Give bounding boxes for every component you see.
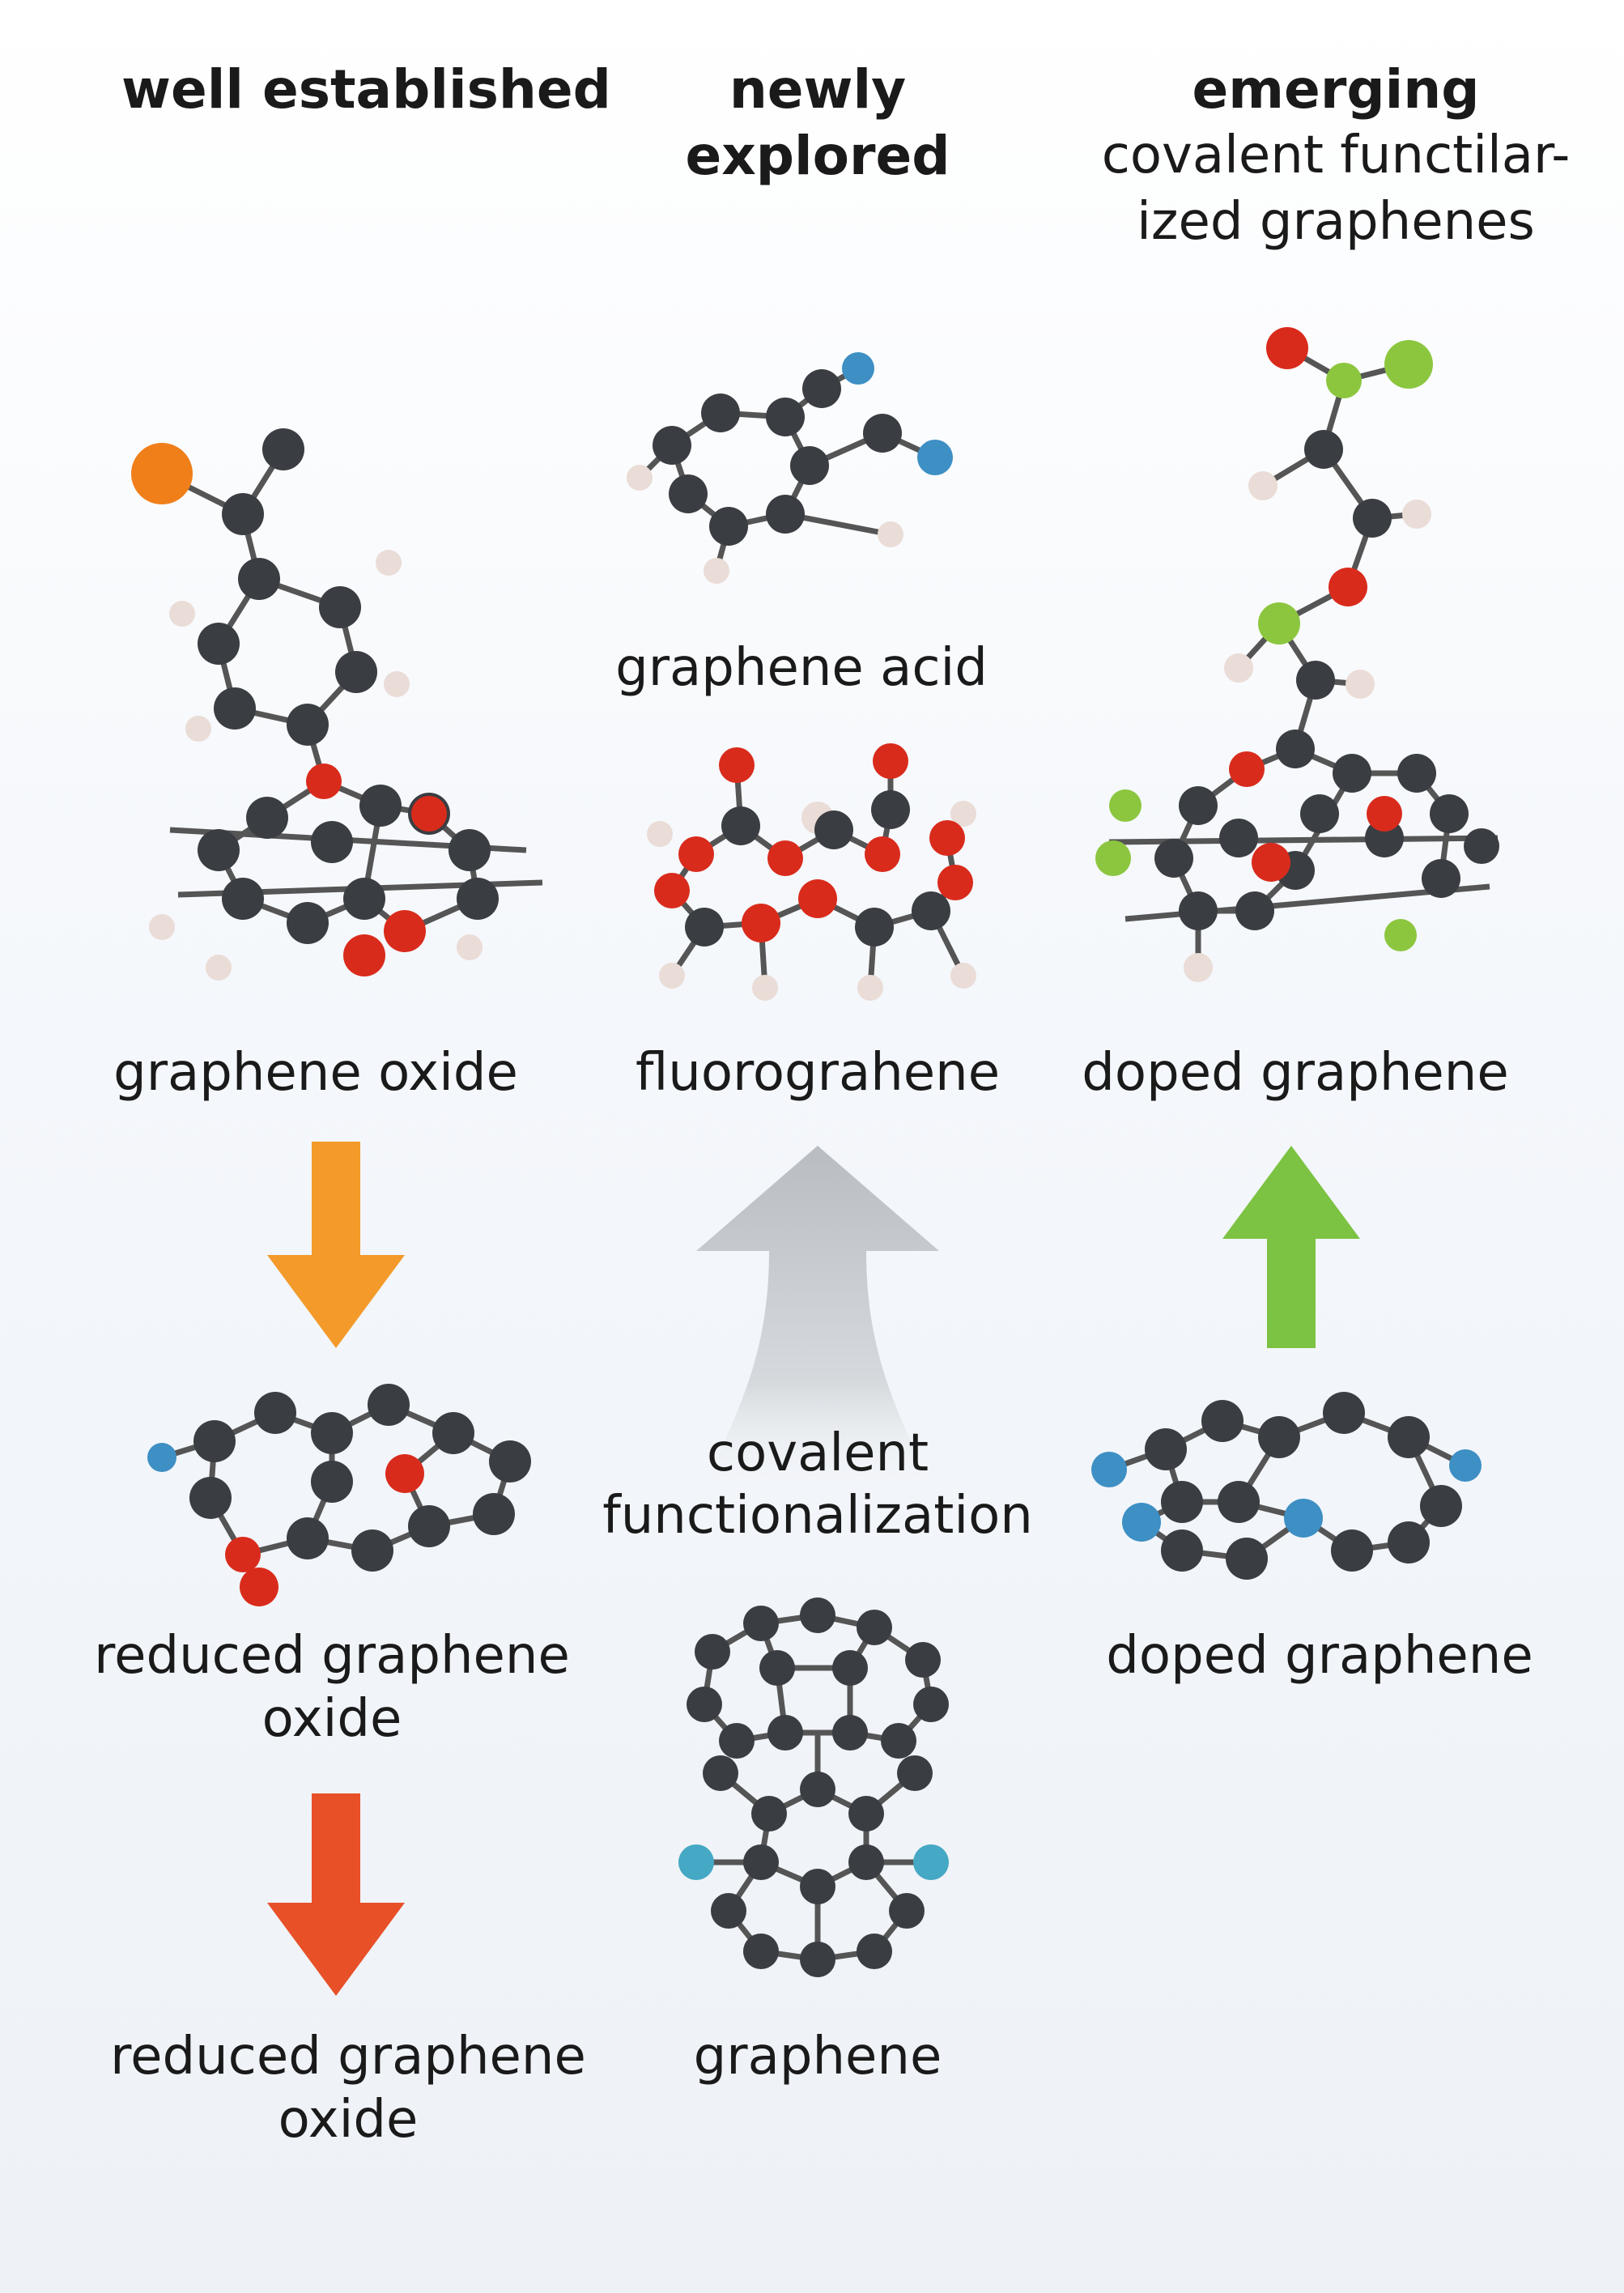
arrow-down-red (267, 1793, 405, 1996)
label-reduced-go-1-line2: oxide (261, 1689, 402, 1749)
arrow-up-grey (696, 1146, 939, 1486)
arrow-up-green (1222, 1146, 1360, 1348)
label-functionalization: functionalization (602, 1486, 1033, 1546)
graphene-molecule (678, 1597, 949, 1977)
graphene-acid-molecule (627, 352, 953, 584)
header-emerging-sub2: ized graphenes (1137, 192, 1535, 252)
label-reduced-go-1-line1: reduced graphene (94, 1626, 570, 1686)
header-explored: explored (685, 125, 950, 187)
arrow-down-orange (267, 1142, 405, 1348)
header-newly: newly (729, 58, 907, 121)
label-graphene-acid: graphene acid (615, 638, 988, 698)
label-fluorograhene: fluorograhene (635, 1043, 1001, 1103)
doped-graphene-top-molecule (1095, 327, 1499, 982)
header-well-established: well established (121, 58, 611, 121)
label-reduced-go-2-line1: reduced graphene (110, 2027, 586, 2087)
label-doped-graphene-bottom: doped graphene (1106, 1626, 1533, 1686)
label-graphene: graphene (693, 2027, 942, 2087)
header-emerging-sub1: covalent functilar- (1101, 125, 1571, 185)
fluorograhene-molecule (647, 743, 976, 1001)
graphene-oxide-molecule (131, 428, 543, 981)
label-doped-graphene-top: doped graphene (1082, 1043, 1509, 1103)
doped-graphene-bottom-molecule (1091, 1392, 1482, 1580)
label-graphene-oxide: graphene oxide (113, 1043, 518, 1103)
label-covalent: covalent (706, 1423, 929, 1483)
header-emerging: emerging (1192, 58, 1480, 121)
label-reduced-go-2-line2: oxide (278, 2090, 419, 2150)
reduced-graphene-oxide-molecule (147, 1384, 531, 1606)
